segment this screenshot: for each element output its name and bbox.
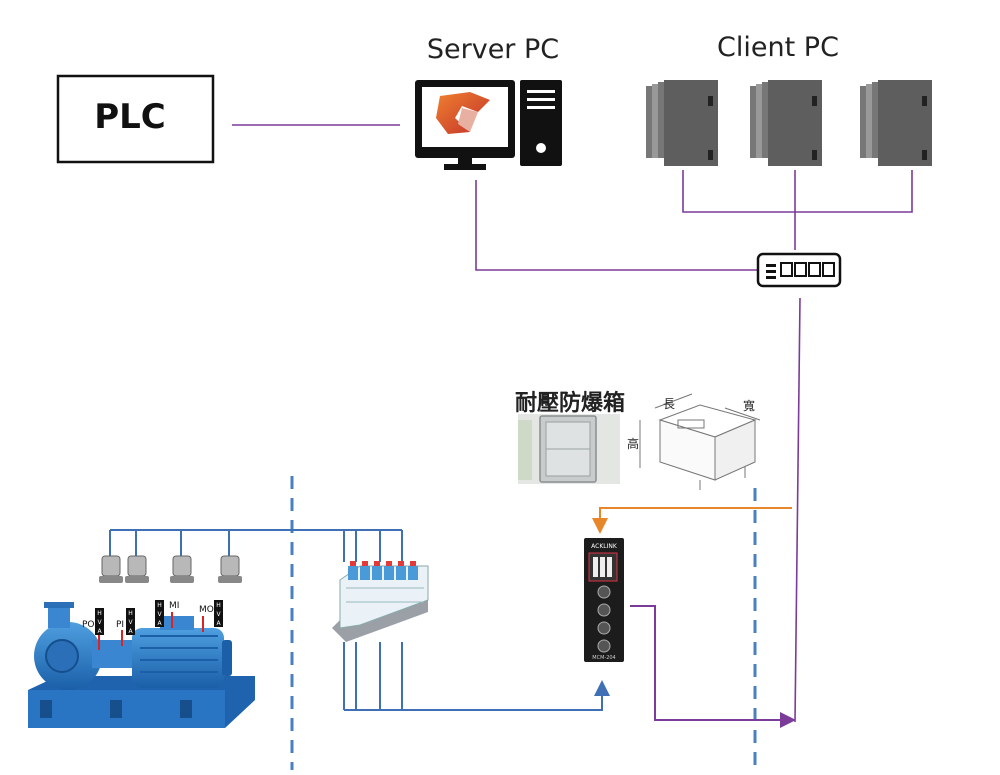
enclosure-dim-width: 寬 xyxy=(743,398,755,413)
vibration-sensor-4 xyxy=(218,555,242,583)
tag-mi: MI xyxy=(169,601,179,611)
transmitter-device-link xyxy=(344,680,610,711)
server-pc-icon xyxy=(415,80,562,170)
client-pc-1 xyxy=(646,80,718,166)
pump-sensor-tags: PO PI MI MO H V A H V A H V A H V xyxy=(82,600,223,650)
client-label: Client PC xyxy=(717,32,839,63)
switch-down-link xyxy=(794,297,801,723)
io-device-brand: ACKLINK xyxy=(591,543,618,550)
tag-po: PO xyxy=(82,620,95,630)
client-bus-lines xyxy=(682,170,913,250)
hva-badge-2: H V A xyxy=(121,608,135,646)
server-label: Server PC xyxy=(427,34,559,65)
svg-text:V: V xyxy=(216,611,221,618)
svg-text:A: A xyxy=(157,620,162,627)
svg-text:A: A xyxy=(216,620,221,627)
svg-text:A: A xyxy=(97,628,102,635)
tag-pi: PI xyxy=(116,620,124,630)
plc-label: PLC xyxy=(94,97,166,137)
vibration-sensor-1 xyxy=(99,555,123,583)
server-switch-link xyxy=(475,180,760,271)
enclosure-label: 耐壓防爆箱 xyxy=(515,390,625,416)
enclosure-dim-height: 高 xyxy=(627,436,639,451)
enclosure-photo xyxy=(518,414,620,484)
plc-box: PLC xyxy=(56,74,215,164)
tag-mo: MO xyxy=(199,605,214,615)
client-pc-2 xyxy=(750,80,822,166)
signal-transmitter-module xyxy=(332,561,429,642)
hva-badge-4: H V A xyxy=(202,600,223,632)
vibration-sensor-3 xyxy=(170,555,194,583)
enclosure-dim-length: 長 xyxy=(663,397,675,411)
hva-badge-3: H V A xyxy=(155,600,173,628)
network-switch-icon xyxy=(756,252,842,288)
pump-motor-assembly xyxy=(28,602,255,728)
io-device-model: MCM-204 xyxy=(592,655,615,661)
enclosure-dimension-drawing xyxy=(639,393,761,490)
device-network-link xyxy=(630,605,796,728)
svg-text:V: V xyxy=(97,619,102,626)
svg-text:H: H xyxy=(216,602,221,609)
client-pc-3 xyxy=(860,80,932,166)
svg-text:H: H xyxy=(128,610,133,617)
svg-text:H: H xyxy=(97,610,102,617)
svg-text:V: V xyxy=(128,619,133,626)
vibration-sensor-2 xyxy=(125,555,149,583)
orange-link xyxy=(592,507,792,534)
svg-text:H: H xyxy=(157,602,162,609)
sensor-bus-lines xyxy=(109,529,403,710)
io-device: ACKLINK MCM-204 xyxy=(584,538,624,662)
hva-badge-1: H V A xyxy=(95,608,104,650)
svg-text:V: V xyxy=(157,611,162,618)
svg-text:A: A xyxy=(128,628,133,635)
